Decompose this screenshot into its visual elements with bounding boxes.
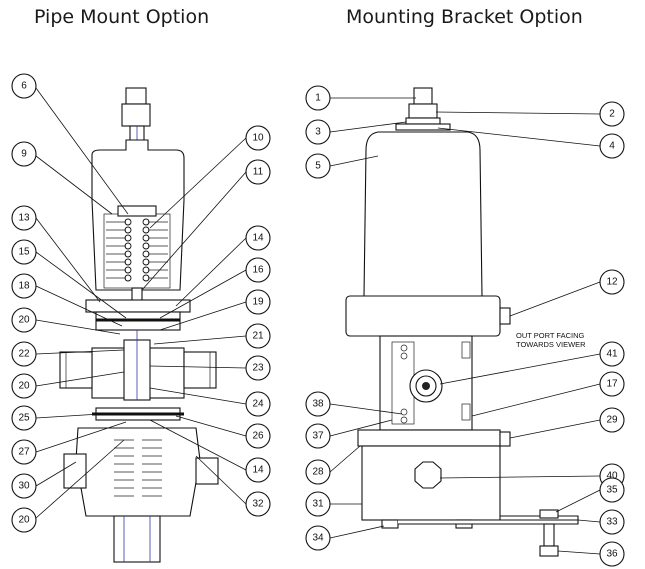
svg-text:10: 10	[252, 133, 264, 144]
svg-text:15: 15	[18, 247, 30, 258]
svg-text:11: 11	[253, 167, 264, 178]
left-callout-14b: 14	[245, 457, 271, 483]
left-callout-23: 23	[245, 355, 271, 381]
left-callout-13: 13	[11, 205, 37, 231]
svg-text:29: 29	[606, 415, 618, 426]
svg-text:2: 2	[609, 109, 615, 120]
left-callout-24: 24	[245, 391, 271, 417]
right-callout-2: 2	[599, 101, 625, 127]
svg-text:41: 41	[606, 349, 618, 360]
right-callout-41: 41	[599, 341, 625, 367]
left-callout-11: 11	[245, 159, 271, 185]
svg-text:TOWARDS VIEWER: TOWARDS VIEWER	[516, 340, 586, 349]
left-callout-14a: 14	[245, 225, 271, 251]
svg-text:34: 34	[312, 533, 324, 544]
svg-text:28: 28	[312, 467, 324, 478]
right-callout-28: 28	[305, 459, 331, 485]
right-callout-3: 3	[305, 119, 331, 145]
pipe-mount-heading: Pipe Mount Option	[34, 6, 210, 28]
out-port-note: OUT PORT FACING TOWARDS VIEWER	[516, 331, 586, 349]
left-callout-20b: 20	[11, 373, 37, 399]
svg-text:20: 20	[18, 381, 30, 392]
right-callout-37: 37	[305, 423, 331, 449]
svg-text:1: 1	[315, 93, 321, 104]
pipe-mount-drawing	[59, 87, 219, 563]
right-callout-35: 35	[599, 477, 625, 503]
svg-text:38: 38	[312, 399, 324, 410]
left-callout-26: 26	[245, 423, 271, 449]
svg-text:12: 12	[606, 277, 618, 288]
svg-text:26: 26	[252, 431, 264, 442]
left-callout-27: 27	[11, 439, 37, 465]
right-callout-29: 29	[599, 407, 625, 433]
right-callout-38: 38	[305, 391, 331, 417]
svg-text:19: 19	[252, 297, 264, 308]
svg-text:OUT PORT FACING: OUT PORT FACING	[516, 331, 585, 340]
left-callout-6: 6	[11, 73, 37, 99]
svg-text:20: 20	[18, 515, 30, 526]
left-leader-lines	[35, 87, 247, 519]
left-callout-22: 22	[11, 341, 37, 367]
mounting-bracket-heading: Mounting Bracket Option	[346, 6, 583, 28]
svg-text:31: 31	[312, 499, 324, 510]
left-callout-30: 30	[11, 473, 37, 499]
svg-text:17: 17	[606, 379, 618, 390]
right-callout-17: 17	[599, 371, 625, 397]
svg-text:27: 27	[18, 447, 30, 458]
left-callout-16: 16	[245, 257, 271, 283]
svg-text:14: 14	[252, 465, 264, 476]
svg-text:4: 4	[609, 141, 615, 152]
svg-text:21: 21	[252, 331, 264, 342]
svg-text:24: 24	[252, 399, 264, 410]
mounting-bracket-drawing	[345, 87, 579, 557]
svg-text:14: 14	[252, 233, 264, 244]
svg-text:36: 36	[606, 549, 618, 560]
svg-text:33: 33	[606, 517, 618, 528]
left-callout-25: 25	[11, 405, 37, 431]
right-callout-1: 1	[305, 85, 331, 111]
left-callout-10: 10	[245, 125, 271, 151]
svg-text:5: 5	[315, 161, 321, 172]
left-callout-21: 21	[245, 323, 271, 349]
svg-text:22: 22	[18, 349, 30, 360]
svg-text:25: 25	[18, 413, 30, 424]
svg-text:40: 40	[606, 471, 618, 482]
svg-text:3: 3	[315, 127, 321, 138]
svg-text:6: 6	[21, 81, 27, 92]
svg-text:35: 35	[606, 485, 618, 496]
svg-text:30: 30	[18, 481, 30, 492]
left-callout-18: 18	[11, 273, 37, 299]
svg-text:32: 32	[252, 499, 264, 510]
right-callout-31: 31	[305, 491, 331, 517]
svg-text:37: 37	[312, 431, 324, 442]
right-callout-5: 5	[305, 153, 331, 179]
left-callout-20c: 20	[11, 507, 37, 533]
left-callout-32: 32	[245, 491, 271, 517]
left-callout-20a: 20	[11, 307, 37, 333]
right-callout-36: 36	[599, 541, 625, 567]
right-leader-lines	[329, 97, 601, 555]
svg-text:23: 23	[252, 363, 264, 374]
svg-text:13: 13	[18, 213, 30, 224]
svg-text:18: 18	[18, 281, 30, 292]
right-callout-33: 33	[599, 509, 625, 535]
right-callout-34: 34	[305, 525, 331, 551]
svg-text:9: 9	[21, 149, 27, 160]
left-callout-15: 15	[11, 239, 37, 265]
right-callout-4: 4	[599, 133, 625, 159]
right-callout-12: 12	[599, 269, 625, 295]
left-callout-9: 9	[11, 141, 37, 167]
svg-text:20: 20	[18, 315, 30, 326]
svg-text:16: 16	[252, 265, 264, 276]
left-callout-19: 19	[245, 289, 271, 315]
